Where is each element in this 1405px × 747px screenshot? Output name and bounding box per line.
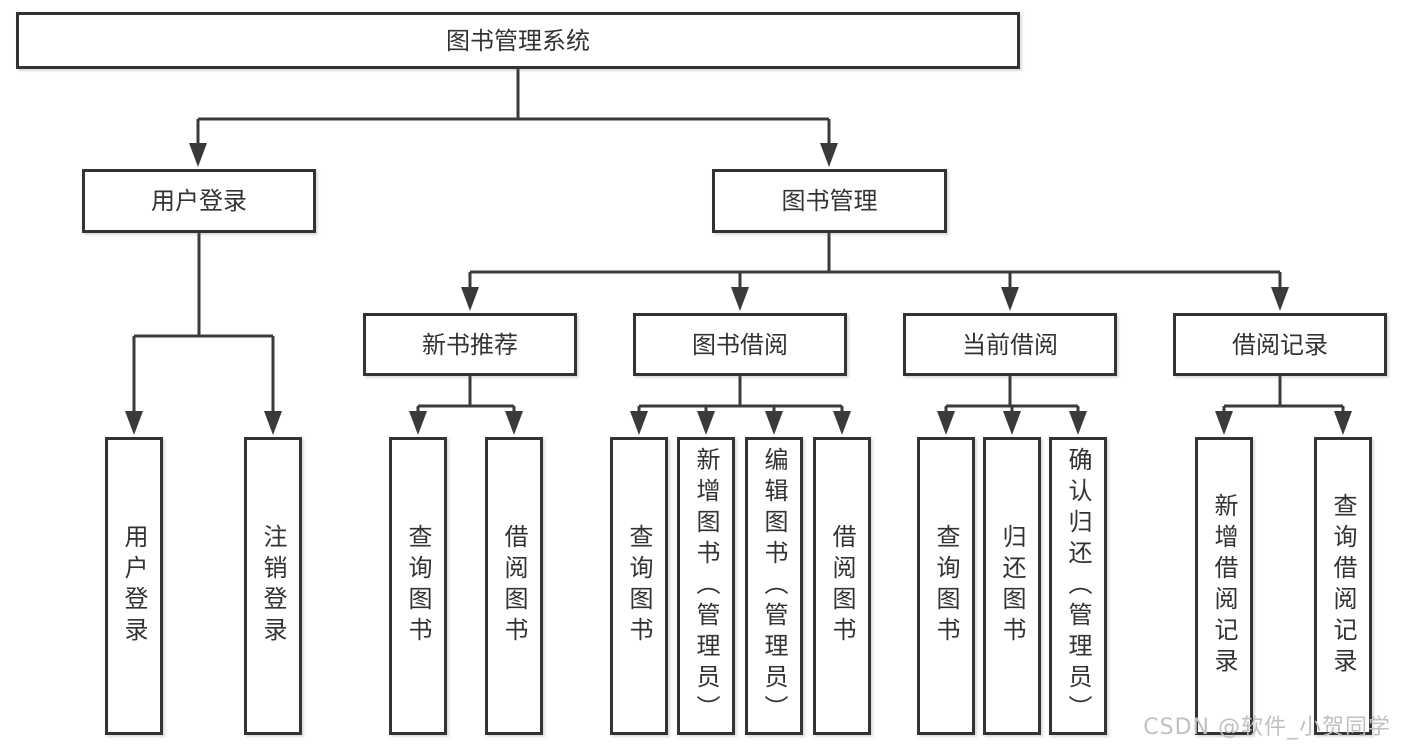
node-new-book-recommend: 新书推荐 <box>363 313 577 376</box>
arrowhead-icon <box>125 411 143 435</box>
arrowhead-icon <box>765 411 783 435</box>
arrowhead-icon <box>1003 411 1021 435</box>
arrowhead-icon <box>1215 411 1233 435</box>
leaf-logout: 注销登录 <box>244 437 302 735</box>
arrowhead-icon <box>937 411 955 435</box>
arrowhead-icon <box>1271 287 1289 311</box>
arrowhead-icon <box>1001 287 1019 311</box>
arrowhead-icon <box>833 411 851 435</box>
leaf-return-books: 归还图书 <box>983 437 1041 735</box>
node-borrow-record: 借阅记录 <box>1173 313 1387 376</box>
leaf-edit-books-admin: 编辑图书（管理员） <box>745 437 803 735</box>
node-book-management: 图书管理 <box>712 169 947 233</box>
watermark: CSDN @软件_小贺同学 <box>1143 715 1391 740</box>
node-book-borrow: 图书借阅 <box>633 313 847 376</box>
arrowhead-icon <box>630 411 648 435</box>
leaf-add-borrow-record: 新增借阅记录 <box>1195 437 1253 735</box>
node-library-management-system: 图书管理系统 <box>16 12 1020 69</box>
leaf-borrow-books-recommend: 借阅图书 <box>485 437 543 735</box>
arrowhead-icon <box>461 287 479 311</box>
leaf-query-books-current: 查询图书 <box>917 437 975 735</box>
arrowhead-icon <box>189 143 207 167</box>
leaf-query-borrow-record: 查询借阅记录 <box>1314 437 1372 735</box>
arrowhead-icon <box>731 287 749 311</box>
leaf-query-books-borrow: 查询图书 <box>610 437 668 735</box>
node-current-borrow: 当前借阅 <box>903 313 1117 376</box>
node-user-login: 用户登录 <box>82 169 316 233</box>
arrowhead-icon <box>1069 411 1087 435</box>
leaf-user-login: 用户登录 <box>105 437 163 735</box>
arrowhead-icon <box>820 143 838 167</box>
leaf-add-books-admin: 新增图书（管理员） <box>677 437 735 735</box>
arrowhead-icon <box>264 411 282 435</box>
leaf-confirm-return-admin: 确认归还（管理员） <box>1049 437 1107 735</box>
arrowhead-icon <box>697 411 715 435</box>
arrowhead-icon <box>505 411 523 435</box>
arrowhead-icon <box>409 411 427 435</box>
leaf-borrow-books: 借阅图书 <box>813 437 871 735</box>
arrowhead-icon <box>1334 411 1352 435</box>
leaf-query-books-recommend: 查询图书 <box>389 437 447 735</box>
